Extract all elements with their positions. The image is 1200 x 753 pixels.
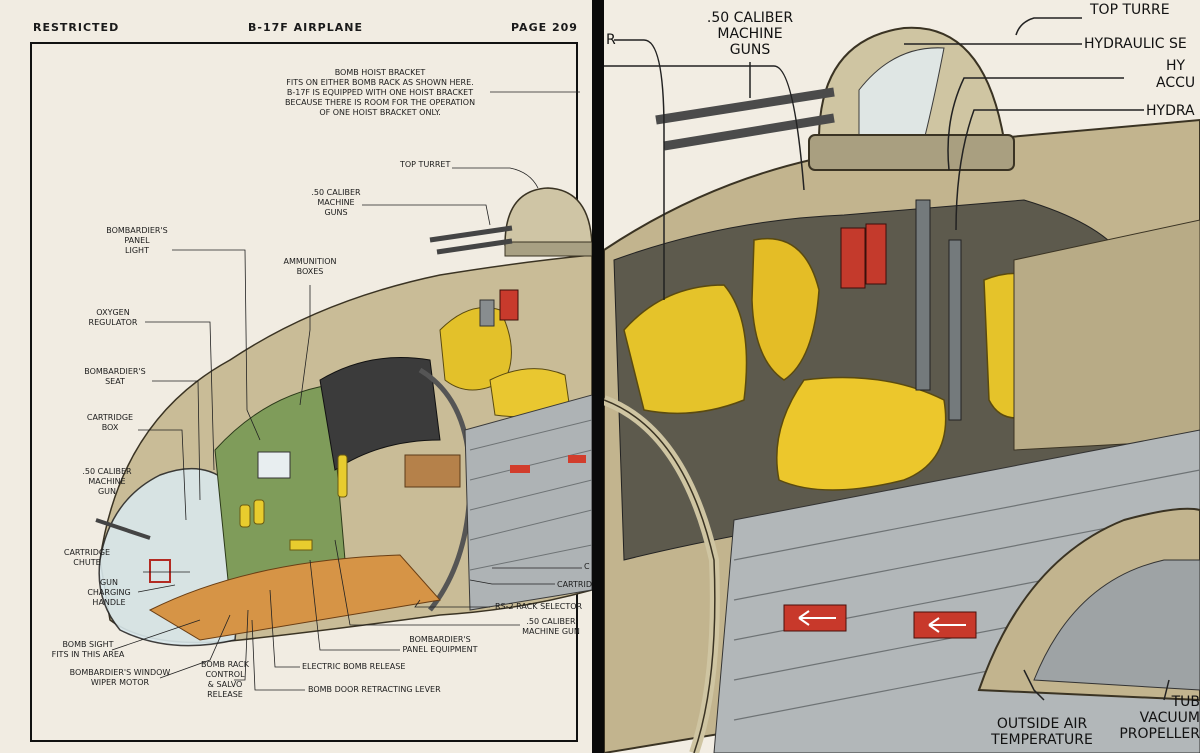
page-number: PAGE 209 (511, 21, 578, 34)
c-cut-label: C (584, 562, 590, 571)
bombardier-seat-label: BOMBARDIER'S SEAT (84, 367, 146, 386)
accu-label: ACCU (1156, 75, 1196, 91)
b17-nose-cutaway-illustration (95, 91, 592, 691)
oxygen-regulator-label: OXYGEN REGULATOR (88, 308, 138, 327)
page-title: B-17F AIRPLANE (248, 21, 363, 34)
cartridge-cut-label: CARTRID (557, 580, 592, 589)
gun-charging-handle-label: GUN CHARGING HANDLE (87, 578, 131, 607)
electric-bomb-release-label: ELECTRIC BOMB RELEASE (302, 662, 406, 671)
cal50-machine-gun-label: .50 CALIBER MACHINE GUN (522, 617, 580, 636)
cartridge-box-label: CARTRIDGE BOX (86, 413, 134, 432)
outside-air-temperature-label: OUTSIDE AIR TEMPERATURE (991, 716, 1093, 748)
right-page: .50 CALIBER MACHINE GUNS TOP TURRE HYDRA… (604, 0, 1200, 753)
tub-vacuum-propeller-label: TUB VACUUM PROPELLER (1119, 694, 1200, 742)
hy-label: HY (1166, 58, 1186, 74)
bomb-hoist-bracket-label: BOMB HOIST BRACKET FITS ON EITHER BOMB R… (284, 68, 476, 117)
panel-equipment-label: BOMBARDIER'S PANEL EQUIPMENT (402, 635, 478, 654)
b17-turret-bombbay-closeup-illustration (604, 17, 1200, 753)
r-cut-label: R (606, 32, 616, 48)
ammunition-boxes-label: AMMUNITION BOXES (283, 257, 337, 276)
cal50-guns-label: .50 CALIBER MACHINE GUNS (311, 188, 361, 217)
bombardier-panel-light-label: BOMBARDIER'S PANEL LIGHT (106, 226, 168, 255)
rs2-rack-selector-label: RS-2 RACK SELECTOR (495, 602, 583, 611)
left-page: RESTRICTED B-17F AIRPLANE PAGE 209 (0, 0, 592, 753)
bomb-door-lever-label: BOMB DOOR RETRACTING LEVER (308, 685, 441, 694)
top-turret-label: TOP TURRET (400, 160, 451, 169)
cal50-guns-closeup-label: .50 CALIBER MACHINE GUNS (706, 10, 794, 58)
bomb-sight-label: BOMB SIGHT FITS IN THIS AREA (51, 640, 125, 659)
bomb-rack-control-label: BOMB RACK CONTROL & SALVO RELEASE (201, 660, 249, 699)
cal50-gun-label: .50 CALIBER MACHINE GUN (82, 467, 132, 496)
restricted-header: RESTRICTED (33, 21, 120, 34)
cartridge-chute-label: CARTRIDGE CHUTE (63, 548, 111, 567)
top-turret-closeup-label: TOP TURRE (1090, 2, 1170, 18)
hydra-label: HYDRA (1146, 103, 1195, 119)
hydraulic-label: HYDRAULIC SE (1084, 36, 1187, 52)
window-wiper-motor-label: BOMBARDIER'S WINDOW WIPER MOTOR (69, 668, 171, 687)
